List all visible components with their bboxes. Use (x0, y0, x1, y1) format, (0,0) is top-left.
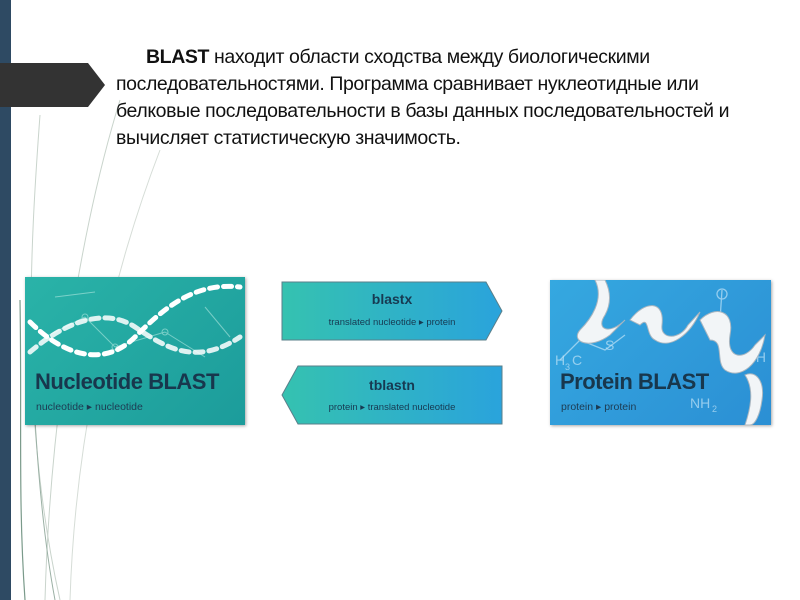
svg-text:2: 2 (712, 404, 717, 414)
protein-blast-card[interactable]: H3C S OH NH2 Protein BLAST protein ▸ pro… (550, 280, 771, 425)
blast-term: BLAST (146, 46, 209, 68)
nucleotide-blast-title: Nucleotide BLAST (35, 369, 219, 394)
left-arrow-shape (281, 365, 503, 425)
svg-text:S: S (605, 337, 614, 353)
left-accent-bar (0, 0, 11, 600)
right-arrow-shape (281, 281, 503, 341)
slide-tab-marker (0, 63, 105, 107)
blast-description: BLAST находит области сходства между био… (116, 44, 756, 152)
tblastn-button[interactable]: tblastn protein ▸ translated nucleotide (280, 364, 504, 426)
blastx-subtitle: translated nucleotide ▸ protein (328, 317, 456, 328)
nucleotide-blast-subtitle: nucleotide ▸ nucleotide (36, 401, 143, 413)
tblastn-subtitle: protein ▸ translated nucleotide (328, 402, 456, 413)
protein-blast-subtitle: protein ▸ protein (561, 401, 637, 413)
svg-text:NH: NH (690, 395, 710, 411)
protein-helix-icon: H3C S OH NH2 (555, 280, 766, 425)
nucleotide-blast-card[interactable]: Nucleotide BLAST nucleotide ▸ nucleotide (25, 277, 245, 425)
svg-text:3: 3 (565, 362, 570, 372)
protein-blast-title: Protein BLAST (560, 369, 709, 394)
tblastn-title: tblastn (369, 377, 415, 393)
svg-text:H: H (555, 352, 565, 368)
svg-text:C: C (572, 352, 582, 368)
blastx-title: blastx (371, 291, 413, 307)
blast-description-text: находит области сходства между биологиче… (116, 46, 730, 149)
blastx-button[interactable]: blastx translated nucleotide ▸ protein (280, 280, 504, 342)
dna-helix-icon (27, 283, 243, 358)
